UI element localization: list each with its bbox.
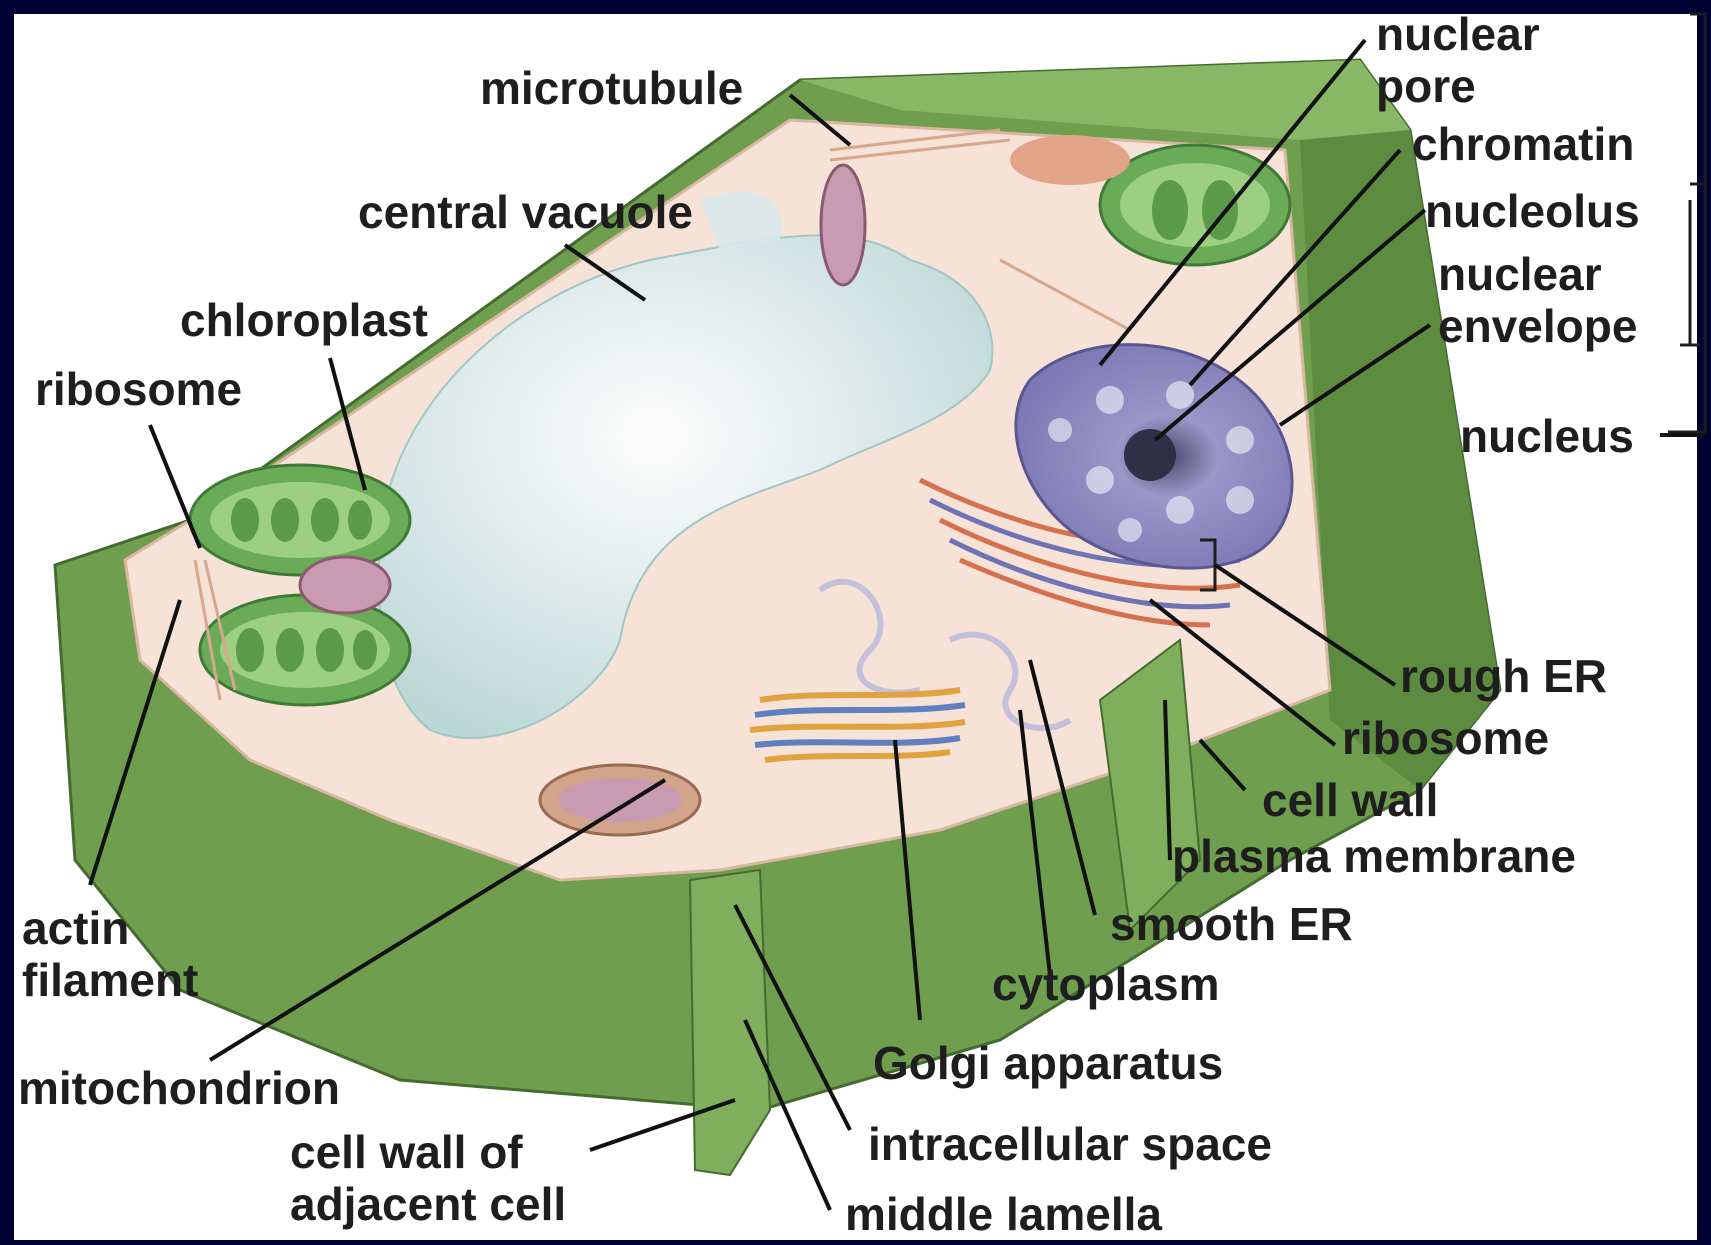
label-chromatin: chromatin (1412, 118, 1634, 170)
label-nuclear-envelope-line2: envelope (1438, 300, 1637, 352)
label-golgi-apparatus: Golgi apparatus (873, 1037, 1223, 1089)
label-actin-filament: actin filament (22, 902, 198, 1006)
label-nucleus: nucleus (1460, 410, 1634, 462)
label-cell-wall: cell wall (1262, 774, 1438, 826)
label-nuclear-envelope-line1: nuclear (1438, 248, 1637, 300)
label-nuclear-pore-line2: pore (1376, 60, 1540, 112)
label-cell-wall-adj-line1: cell wall of (290, 1126, 566, 1178)
label-mitochondrion: mitochondrion (18, 1062, 340, 1114)
label-microtubule: microtubule (480, 62, 743, 114)
label-nuclear-envelope: nuclear envelope (1438, 248, 1637, 352)
label-central-vacuole: central vacuole (358, 186, 693, 238)
label-ribosome-left: ribosome (35, 363, 242, 415)
adjacent-cell-wall (690, 870, 770, 1175)
label-intracellular-space: intracellular space (868, 1118, 1272, 1170)
label-plasma-membrane: plasma membrane (1172, 830, 1576, 882)
label-middle-lamella: middle lamella (845, 1188, 1162, 1240)
label-cell-wall-adj-line2: adjacent cell (290, 1178, 566, 1230)
label-cytoplasm: cytoplasm (992, 958, 1220, 1010)
label-smooth-er: smooth ER (1110, 898, 1353, 950)
label-actin-line1: actin (22, 902, 198, 954)
label-chloroplast: chloroplast (180, 294, 428, 346)
label-ribosome-right: ribosome (1342, 712, 1549, 764)
label-nucleolus: nucleolus (1425, 185, 1640, 237)
label-nuclear-pore: nuclear pore (1376, 8, 1540, 112)
label-actin-line2: filament (22, 954, 198, 1006)
label-rough-er: rough ER (1400, 650, 1607, 702)
label-nuclear-pore-line1: nuclear (1376, 8, 1540, 60)
label-cell-wall-adjacent: cell wall of adjacent cell (290, 1126, 566, 1230)
